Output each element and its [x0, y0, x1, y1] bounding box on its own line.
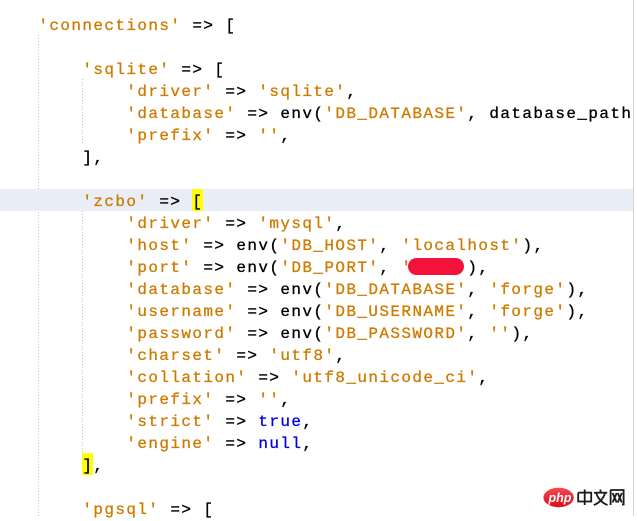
svg-text:php: php — [548, 491, 572, 505]
